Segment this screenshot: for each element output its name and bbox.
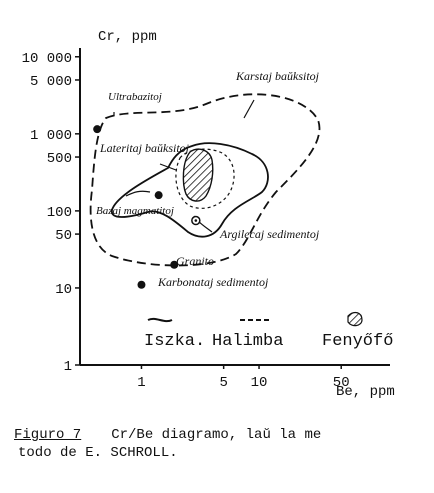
iszka-envelope (111, 142, 269, 238)
caption-text: Cr/Be diagramo, laŭ la me (111, 427, 322, 443)
y-tick-label: 1 000 (30, 128, 72, 144)
y-tick-label: 10 000 (22, 51, 72, 67)
legend-iszka-label: Iszka. (144, 332, 205, 351)
y-tick-label: 500 (47, 151, 72, 167)
y-tick-label: 1 (64, 359, 72, 375)
karstaj-leader (243, 99, 255, 119)
label-ultrabazitoj: Ultrabazitoj (108, 91, 162, 103)
label-bazaj-magmatitoj: Bazaj magmatitoj (96, 205, 174, 217)
label-granito: Granito (176, 254, 214, 268)
label-karstaj-bauksitoj: Karstaj baŭksitoj (235, 69, 320, 83)
x-tick-label: 1 (137, 375, 145, 391)
x-tick-label: 5 (219, 375, 227, 391)
x-axis-label: Be, ppm (336, 384, 395, 400)
x-tick-label: 10 (251, 375, 268, 391)
label-lateritaj-bauksitoj: Lateritaj baŭksitoj (99, 141, 190, 155)
label-karbonataj-sedimentoj: Karbonataj sedimentoj (157, 275, 269, 289)
legend-halimba-label: Halimba (212, 332, 283, 351)
figure-number: Figuro 7 (14, 427, 82, 443)
y-tick-label: 10 (55, 282, 72, 298)
legend-iszka-swatch (147, 317, 173, 323)
x-tick-label: 50 (333, 375, 350, 391)
legend: Iszka. Halimba Fenyőfő (144, 311, 393, 351)
figure-caption: Figuro 7 Cr/Be diagramo, laŭ la me todo d… (14, 426, 424, 462)
data-point (154, 191, 163, 200)
y-tick-label: 100 (47, 205, 72, 221)
y-tick-label: 50 (55, 228, 72, 244)
data-point-center (194, 219, 198, 222)
data-point (137, 280, 146, 289)
lateritaj-leader (159, 163, 177, 171)
legend-fenyofo-swatch (347, 311, 363, 327)
y-tick-label: 5 000 (30, 74, 72, 90)
bazaj-leader (125, 190, 151, 197)
data-point (93, 125, 102, 134)
label-argilecaj-sedimentoj: Argilecaj sedimentoj (219, 227, 320, 241)
caption-text-line2: todo de E. SCHROLL. (18, 445, 178, 461)
data-point (170, 260, 179, 269)
halimba-envelope (89, 93, 321, 267)
legend-fenyofo-label: Fenyőfő (322, 332, 393, 351)
y-axis-label: Cr, ppm (98, 29, 157, 45)
fenyofo-hatched-area (182, 148, 214, 202)
